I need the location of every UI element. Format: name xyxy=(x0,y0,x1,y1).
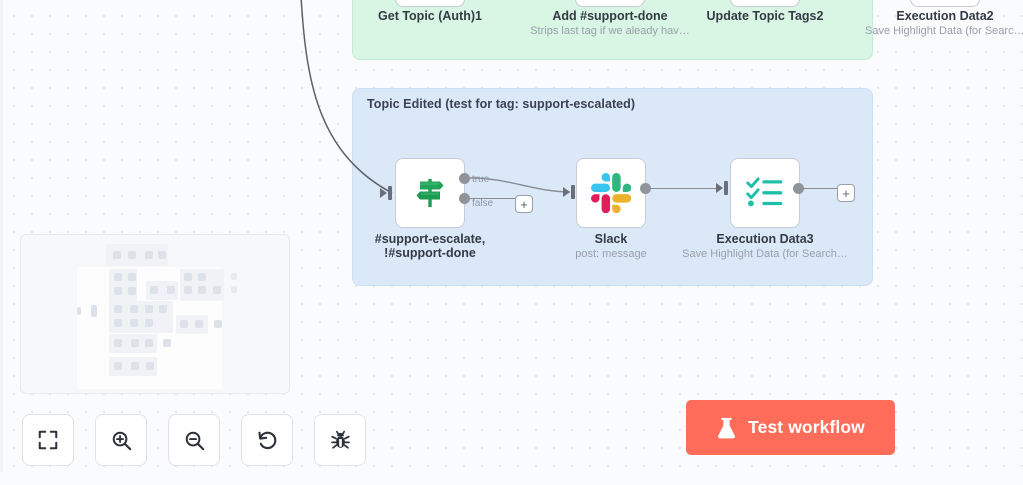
group-title-blue: Topic Edited (test for tag: support-esca… xyxy=(367,97,636,111)
minimap-node xyxy=(198,286,206,294)
zoom-out-button[interactable] xyxy=(168,414,220,466)
execution-data3-output-dot[interactable] xyxy=(793,183,804,194)
node-title-execution-data2: Execution Data2 xyxy=(896,9,994,23)
debug-button[interactable] xyxy=(314,414,366,466)
execution-data3-node[interactable] xyxy=(730,158,800,228)
minimap-node xyxy=(146,362,154,370)
minimap-node xyxy=(158,251,166,259)
minimap-node xyxy=(231,286,237,293)
minimap-node xyxy=(131,339,139,347)
canvas-toolbar xyxy=(22,414,366,466)
switch-output-true-label: true xyxy=(472,174,490,185)
switch-node-input-port[interactable] xyxy=(388,186,392,200)
node-box-execution-data2[interactable] xyxy=(910,0,980,7)
node-caption-execution-data2: Execution Data2 Save Highlight Data (for… xyxy=(865,9,1023,38)
minimap-node xyxy=(114,273,122,281)
minimap-node xyxy=(128,251,136,259)
node-box-add-support-done[interactable] xyxy=(575,0,645,7)
zoom-in-button[interactable] xyxy=(95,414,147,466)
minimap-node xyxy=(145,251,153,259)
test-workflow-label: Test workflow xyxy=(748,417,865,437)
minimap-node xyxy=(180,320,188,328)
zoom-out-icon xyxy=(185,431,204,450)
canvas-minimap[interactable] xyxy=(20,234,290,394)
minimap-band xyxy=(106,244,168,266)
test-workflow-button[interactable]: Test workflow xyxy=(686,400,895,455)
minimap-node xyxy=(145,319,153,327)
bug-icon xyxy=(330,430,350,449)
zoom-to-fit-button[interactable] xyxy=(22,414,74,466)
minimap-node xyxy=(113,251,121,259)
slack-node-input-arrow xyxy=(563,187,570,197)
switch-node-input-arrow xyxy=(380,188,387,198)
minimap-node xyxy=(77,307,81,315)
node-box-get-topic-auth1[interactable] xyxy=(395,0,465,7)
switch-output-false-dot[interactable] xyxy=(459,193,470,204)
node-box-update-topic-tags2[interactable] xyxy=(730,0,800,7)
add-node-button-false-branch[interactable]: + xyxy=(515,195,533,213)
slack-to-execution-data-edge xyxy=(650,188,722,190)
minimap-node xyxy=(145,339,153,347)
minimap-node xyxy=(184,273,192,281)
flask-icon xyxy=(718,417,736,438)
switch-node-support-escalate[interactable] xyxy=(395,158,465,228)
switch-output-false-label: false xyxy=(472,198,494,209)
minimap-node xyxy=(150,286,158,294)
slack-node[interactable] xyxy=(576,158,646,228)
switch-output-true-dot[interactable] xyxy=(459,173,470,184)
minimap-node xyxy=(213,286,221,294)
minimap-node xyxy=(130,305,138,313)
slack-node-input-port[interactable] xyxy=(571,185,575,199)
minimap-node xyxy=(195,320,203,328)
canvas-bottom-strip xyxy=(0,472,1023,485)
group-panel-green[interactable] xyxy=(352,0,873,60)
fit-screen-icon xyxy=(38,430,58,450)
minimap-band xyxy=(146,281,178,300)
minimap-node xyxy=(145,305,153,313)
minimap-node xyxy=(130,319,138,327)
execution-data3-trailing-edge xyxy=(803,188,837,190)
false-branch-edge xyxy=(470,198,515,200)
minimap-node xyxy=(128,287,136,295)
minimap-node xyxy=(114,362,122,370)
slack-icon xyxy=(591,173,631,213)
signpost-icon xyxy=(416,179,444,207)
node-subtitle-execution-data2: Save Highlight Data (for Search… xyxy=(865,25,1023,37)
minimap-node xyxy=(131,362,139,370)
zoom-in-icon xyxy=(112,431,131,450)
checklist-icon xyxy=(746,177,783,207)
slack-output-dot[interactable] xyxy=(640,183,651,194)
minimap-node xyxy=(114,287,122,295)
minimap-node xyxy=(198,273,206,281)
minimap-node xyxy=(231,273,237,280)
minimap-node xyxy=(214,320,222,328)
minimap-node xyxy=(167,286,175,294)
execution-data3-input-port[interactable] xyxy=(724,181,728,195)
canvas-left-rail xyxy=(0,0,3,485)
minimap-node xyxy=(114,305,122,313)
reset-zoom-button[interactable] xyxy=(241,414,293,466)
execution-data3-input-arrow xyxy=(716,183,723,193)
minimap-node xyxy=(159,305,167,313)
minimap-node xyxy=(91,305,97,317)
minimap-node xyxy=(128,273,136,281)
minimap-node xyxy=(163,339,171,347)
minimap-node xyxy=(184,286,192,294)
undo-icon xyxy=(257,431,276,449)
add-node-button-end[interactable]: + xyxy=(837,184,855,202)
minimap-band xyxy=(176,315,208,334)
minimap-node xyxy=(114,339,122,347)
minimap-node xyxy=(114,319,122,327)
